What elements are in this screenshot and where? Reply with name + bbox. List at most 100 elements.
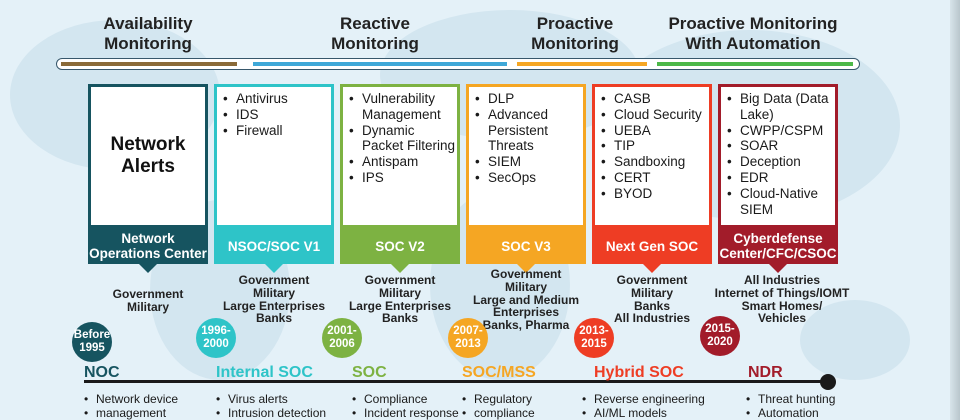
- monitoring-progress-bar: [56, 58, 860, 70]
- feature-item: BYOD: [601, 186, 709, 202]
- feature-item: Dynamic Packet Filtering: [349, 123, 457, 155]
- functions-noc: Network device management: [84, 392, 178, 420]
- functions-soc: Compliance Incident response: [352, 392, 459, 420]
- feature-list: Vulnerability ManagementDynamic Packet F…: [343, 87, 457, 186]
- year-badge-2015-2020: 2015-2020: [700, 316, 740, 356]
- feature-item: IDS: [223, 107, 331, 123]
- feature-item: UEBA: [601, 123, 709, 139]
- year-text: 2015-2020: [705, 323, 735, 348]
- label-next-gen-text: Next Gen SOC: [605, 238, 699, 254]
- function-item: AI/ML models: [582, 406, 705, 420]
- feature-item: Antivirus: [223, 91, 331, 107]
- bar-segment-proactive: [517, 62, 647, 66]
- timeline-end-dot: [820, 374, 836, 390]
- year-text: 2001-2006: [327, 325, 357, 350]
- feature-item: Advanced Persistent Threats: [475, 107, 583, 154]
- feature-item: TIP: [601, 138, 709, 154]
- card-soc-v3-features: DLPAdvanced Persistent ThreatsSIEMSecOps: [466, 84, 586, 228]
- function-item: Intrusion detection: [216, 406, 326, 420]
- function-item: Reverse engineering: [582, 392, 705, 406]
- feature-item: SIEM: [475, 154, 583, 170]
- year-text: 2007-2013: [453, 325, 483, 350]
- feature-item: CERT: [601, 170, 709, 186]
- function-item: Compliance: [352, 392, 459, 406]
- feature-item: Firewall: [223, 123, 331, 139]
- label-soc-v3: SOC V3: [466, 228, 586, 273]
- card-cyber-features: Big Data (Data Lake)CWPP/CSPMSOARDecepti…: [718, 84, 838, 228]
- feature-item: CASB: [601, 91, 709, 107]
- feature-item: Sandboxing: [601, 154, 709, 170]
- functions-ndr: Threat hunting Automation: [746, 392, 835, 420]
- era-soc-mss: SOC/MSS: [462, 364, 536, 381]
- feature-item: IPS: [349, 170, 457, 186]
- feature-item: Vulnerability Management: [349, 91, 457, 123]
- header-reactive-line2: Monitoring: [331, 34, 419, 53]
- feature-item: EDR: [727, 170, 835, 186]
- feature-list: DLPAdvanced Persistent ThreatsSIEMSecOps: [469, 87, 583, 186]
- bar-segment-automation: [657, 62, 853, 66]
- feature-item: Cloud-Native SIEM: [727, 186, 835, 218]
- feature-item: Deception: [727, 154, 835, 170]
- function-item: Automation: [746, 406, 835, 420]
- function-item: Virus alerts: [216, 392, 326, 406]
- label-next-gen-soc: Next Gen SOC: [592, 228, 712, 273]
- feature-item: SOAR: [727, 138, 835, 154]
- era-noc: NOC: [84, 364, 120, 381]
- function-item: Regulatory: [462, 392, 535, 406]
- feature-list: CASBCloud SecurityUEBATIPSandboxingCERTB…: [595, 87, 709, 202]
- era-internal-soc: Internal SOC: [216, 364, 313, 381]
- function-item-continued: management: [84, 406, 178, 420]
- header-availability-line2: Monitoring: [104, 34, 192, 53]
- label-nsoc-text: NSOC/SOC V1: [227, 238, 321, 254]
- bar-segment-availability: [61, 62, 237, 66]
- header-automation-line2: With Automation: [685, 34, 821, 53]
- card-soc-v2-features: Vulnerability ManagementDynamic Packet F…: [340, 84, 460, 228]
- functions-internal-soc: Virus alerts Intrusion detection: [216, 392, 326, 420]
- feature-item: Big Data (Data Lake): [727, 91, 835, 123]
- feature-list: AntivirusIDSFirewall: [217, 87, 331, 138]
- era-hybrid-soc: Hybrid SOC: [594, 364, 684, 381]
- year-badge-1996-2000: 1996-2000: [196, 318, 236, 358]
- label-soc-v2-text: SOC V2: [375, 238, 425, 254]
- card-next-gen-features: CASBCloud SecurityUEBATIPSandboxingCERTB…: [592, 84, 712, 228]
- function-item: Incident response: [352, 406, 459, 420]
- year-text: 2013-2015: [579, 325, 609, 350]
- label-soc-v3-text: SOC V3: [501, 238, 551, 254]
- year-badge-2013-2015: 2013-2015: [574, 318, 614, 358]
- header-availability-line1: Availability: [103, 14, 193, 33]
- functions-soc-mss: Regulatory compliance: [462, 392, 535, 420]
- function-item-continued: compliance: [462, 406, 535, 420]
- header-proactive-line2: Monitoring: [531, 34, 619, 53]
- header-automation-line1: Proactive Monitoring: [668, 14, 838, 33]
- label-nsoc: NSOC/SOC V1: [214, 228, 334, 273]
- era-ndr: NDR: [748, 364, 783, 381]
- feature-item: Cloud Security: [601, 107, 709, 123]
- card-nsoc-features: AntivirusIDSFirewall: [214, 84, 334, 228]
- year-badge-2007-2013: 2007-2013: [448, 318, 488, 358]
- feature-item: DLP: [475, 91, 583, 107]
- year-badge-2001-2006: 2001-2006: [322, 318, 362, 358]
- function-item: Network device: [84, 392, 178, 406]
- era-soc: SOC: [352, 364, 387, 381]
- year-text: 1996-2000: [201, 325, 231, 350]
- feature-item: CWPP/CSPM: [727, 123, 835, 139]
- map-landmass: [800, 300, 910, 380]
- label-soc-v2: SOC V2: [340, 228, 460, 273]
- header-reactive-line1: Reactive: [340, 14, 410, 33]
